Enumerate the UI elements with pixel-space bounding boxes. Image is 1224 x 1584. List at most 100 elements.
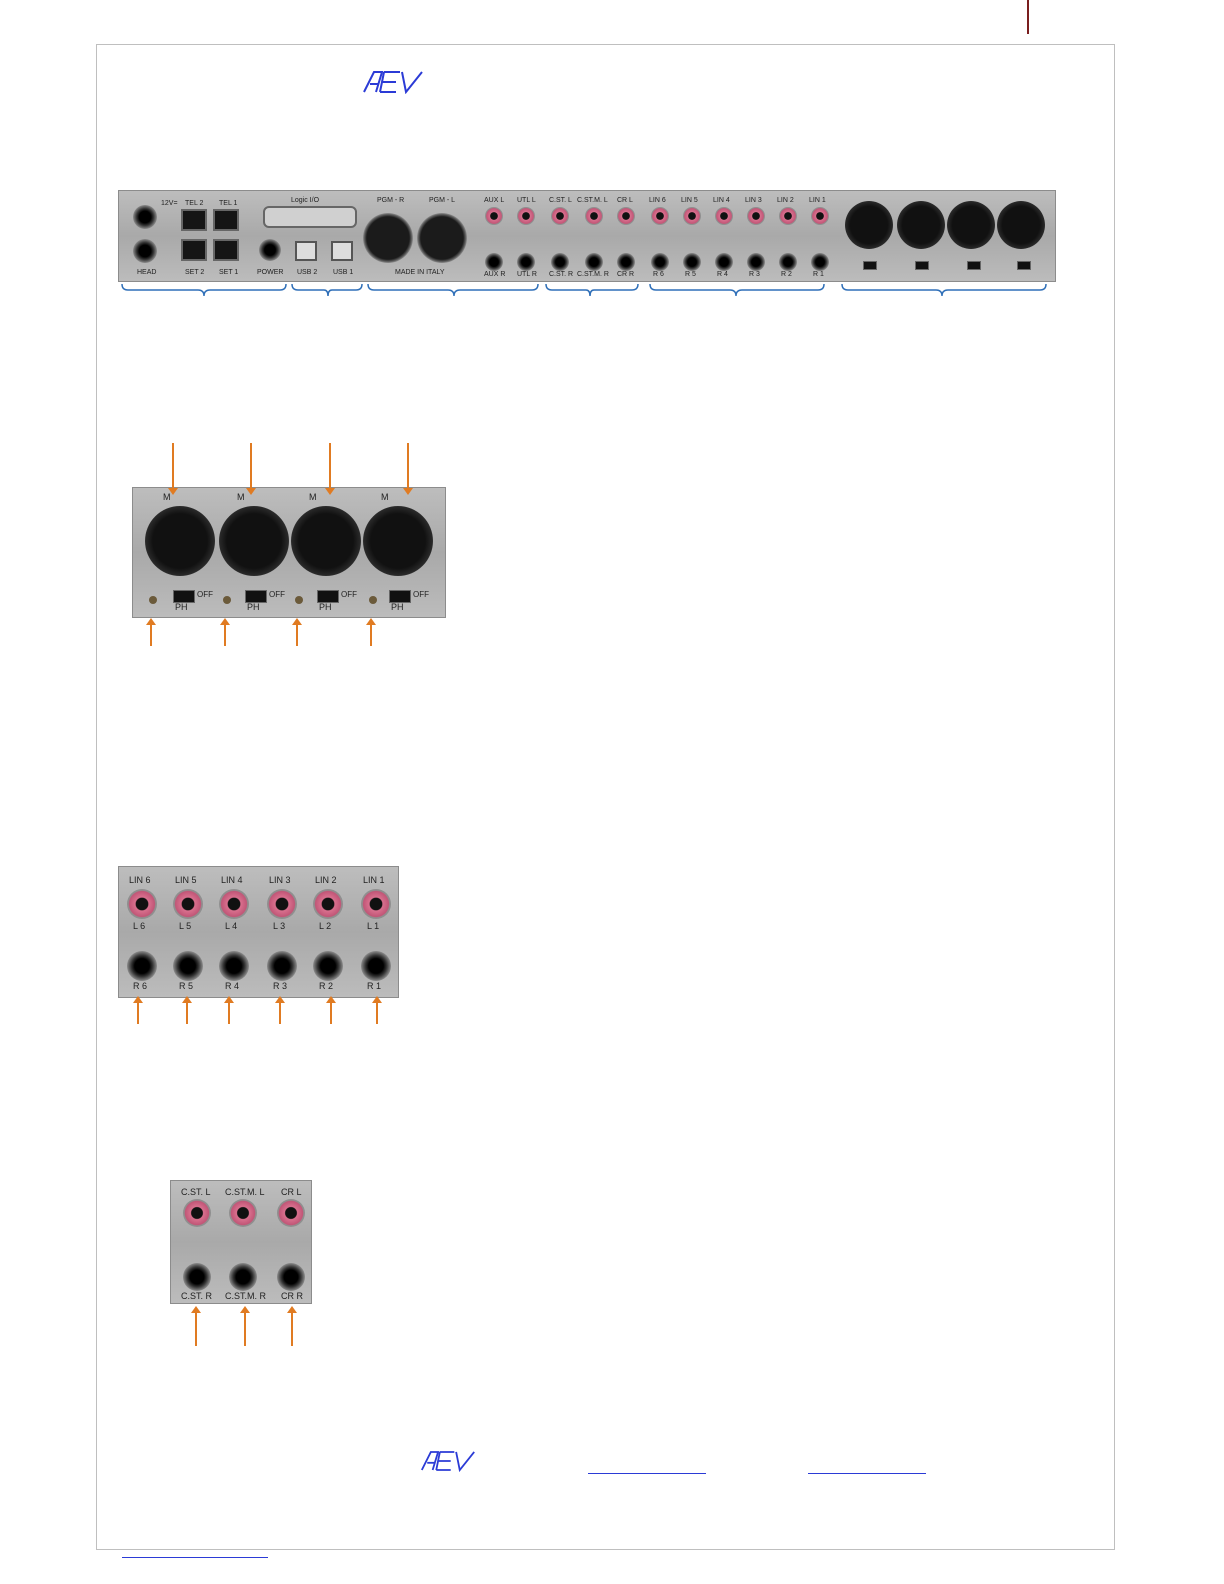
label-lin2: LIN 2 xyxy=(777,197,794,204)
detail-label-r3: R 3 xyxy=(273,981,288,991)
label-12v: 12V= xyxy=(161,200,178,207)
aev-logo xyxy=(362,70,424,94)
lin6-l-rca xyxy=(651,207,669,225)
detail-mic-xlr-3 xyxy=(219,506,289,576)
detail-label-cr-r: CR R xyxy=(281,1291,303,1301)
label-logic-io: Logic I/O xyxy=(291,197,320,204)
detail-label-cstm-l: C.ST.M. L xyxy=(225,1187,265,1197)
head-jack xyxy=(133,239,157,263)
mic-xlr-4 xyxy=(845,201,893,249)
mic-inputs-photo: M M M M PH PH PH PH OFF OFF OFF OFF xyxy=(132,487,446,618)
label-tel2: TEL 2 xyxy=(185,200,204,207)
arrow-mic-2 xyxy=(325,443,335,495)
label-off-4: OFF xyxy=(197,590,213,599)
label-head: HEAD xyxy=(137,269,157,276)
detail-label-lin4: LIN 4 xyxy=(221,875,243,885)
line-inputs-photo: LIN 6 LIN 5 LIN 4 LIN 3 LIN 2 LIN 1 L 6 … xyxy=(118,866,399,998)
label-cstm-l: C.ST.M. L xyxy=(577,197,608,204)
label-mic-4: M xyxy=(163,492,171,502)
detail-label-lin5: LIN 5 xyxy=(175,875,197,885)
set2-rj-port xyxy=(181,239,207,261)
aux-l-rca xyxy=(485,207,503,225)
label-off-1: OFF xyxy=(413,590,429,599)
label-lin4: LIN 4 xyxy=(713,197,730,204)
label-tel1: TEL 1 xyxy=(219,200,238,207)
aev-logo-icon xyxy=(363,71,423,94)
label-mic-3: M xyxy=(237,492,245,502)
phantom-led-1 xyxy=(369,596,377,604)
detail-cst-r-jack xyxy=(183,1263,211,1291)
label-lin5: LIN 5 xyxy=(681,197,698,204)
detail-label-l6: L 6 xyxy=(133,921,146,931)
lin2-r-jack xyxy=(779,253,797,271)
label-cstm-r: C.ST.M. R xyxy=(577,271,609,278)
footer-link-underline-1[interactable] xyxy=(588,1473,706,1474)
label-aux-r: AUX R xyxy=(484,271,506,278)
phantom-switch-4 xyxy=(863,261,877,270)
arrow-r5 xyxy=(182,996,192,1024)
phantom-led-3 xyxy=(223,596,231,604)
label-pgm-r: PGM - R xyxy=(377,197,405,204)
detail-ph-switch-3 xyxy=(245,590,267,603)
lin6-r-jack xyxy=(651,253,669,271)
set1-rj-port xyxy=(213,239,239,261)
detail-r4-jack xyxy=(219,951,249,981)
detail-cst-l-rca xyxy=(183,1199,211,1227)
power-connector xyxy=(259,239,281,261)
pgm-l-xlr xyxy=(417,213,467,263)
rear-panel-photo: 12V= HEAD TEL 2 TEL 1 SET 2 SET 1 Logic … xyxy=(118,190,1056,282)
label-ph-2: PH xyxy=(319,602,332,612)
arrow-mic-4 xyxy=(168,443,178,495)
arrow-mic-3 xyxy=(246,443,256,495)
detail-label-cr-l: CR L xyxy=(281,1187,302,1197)
label-r2: R 2 xyxy=(781,271,792,278)
label-r1: R 1 xyxy=(813,271,824,278)
detail-lin6-rca xyxy=(127,889,157,919)
label-cr-r: CR R xyxy=(617,271,635,278)
detail-label-l5: L 5 xyxy=(179,921,192,931)
detail-label-l4: L 4 xyxy=(225,921,238,931)
utl-r-jack xyxy=(517,253,535,271)
label-pgm-l: PGM - L xyxy=(429,197,456,204)
label-r5: R 5 xyxy=(685,271,696,278)
detail-ph-switch-1 xyxy=(389,590,411,603)
lin1-r-jack xyxy=(811,253,829,271)
detail-label-lin6: LIN 6 xyxy=(129,875,151,885)
detail-label-r1: R 1 xyxy=(367,981,382,991)
page-frame xyxy=(96,44,1115,1550)
detail-label-r5: R 5 xyxy=(179,981,194,991)
cstm-r-jack xyxy=(585,253,603,271)
detail-mic-xlr-2 xyxy=(291,506,361,576)
bottom-link-underline[interactable] xyxy=(122,1557,268,1558)
phantom-led-2 xyxy=(295,596,303,604)
label-power: POWER xyxy=(257,269,284,276)
footer-link-underline-2[interactable] xyxy=(808,1473,926,1474)
arrow-led-4 xyxy=(146,618,156,646)
detail-r5-jack xyxy=(173,951,203,981)
label-r6: R 6 xyxy=(653,271,664,278)
label-usb2: USB 2 xyxy=(297,269,318,276)
label-cst-l: C.ST. L xyxy=(549,197,572,204)
lin3-r-jack xyxy=(747,253,765,271)
detail-lin2-rca xyxy=(313,889,343,919)
arrow-r2 xyxy=(326,996,336,1024)
label-ph-1: PH xyxy=(391,602,404,612)
arrow-cst-r xyxy=(191,1306,201,1346)
label-ph-3: PH xyxy=(247,602,260,612)
detail-label-r4: R 4 xyxy=(225,981,240,991)
detail-label-lin1: LIN 1 xyxy=(363,875,385,885)
label-utl-l: UTL L xyxy=(517,197,536,204)
label-mic-2: M xyxy=(309,492,317,502)
label-aux-l: AUX L xyxy=(484,197,505,204)
label-set1: SET 1 xyxy=(219,269,239,276)
detail-r6-jack xyxy=(127,951,157,981)
lin4-l-rca xyxy=(715,207,733,225)
lin4-r-jack xyxy=(715,253,733,271)
label-mic-1: M xyxy=(381,492,389,502)
mic-xlr-1 xyxy=(997,201,1045,249)
cst-outputs-photo: C.ST. L C.ST.M. L CR L C.ST. R C.ST.M. R… xyxy=(170,1180,312,1304)
detail-label-r2: R 2 xyxy=(319,981,334,991)
detail-ph-switch-2 xyxy=(317,590,339,603)
cst-r-jack xyxy=(551,253,569,271)
label-lin1: LIN 1 xyxy=(809,197,826,204)
